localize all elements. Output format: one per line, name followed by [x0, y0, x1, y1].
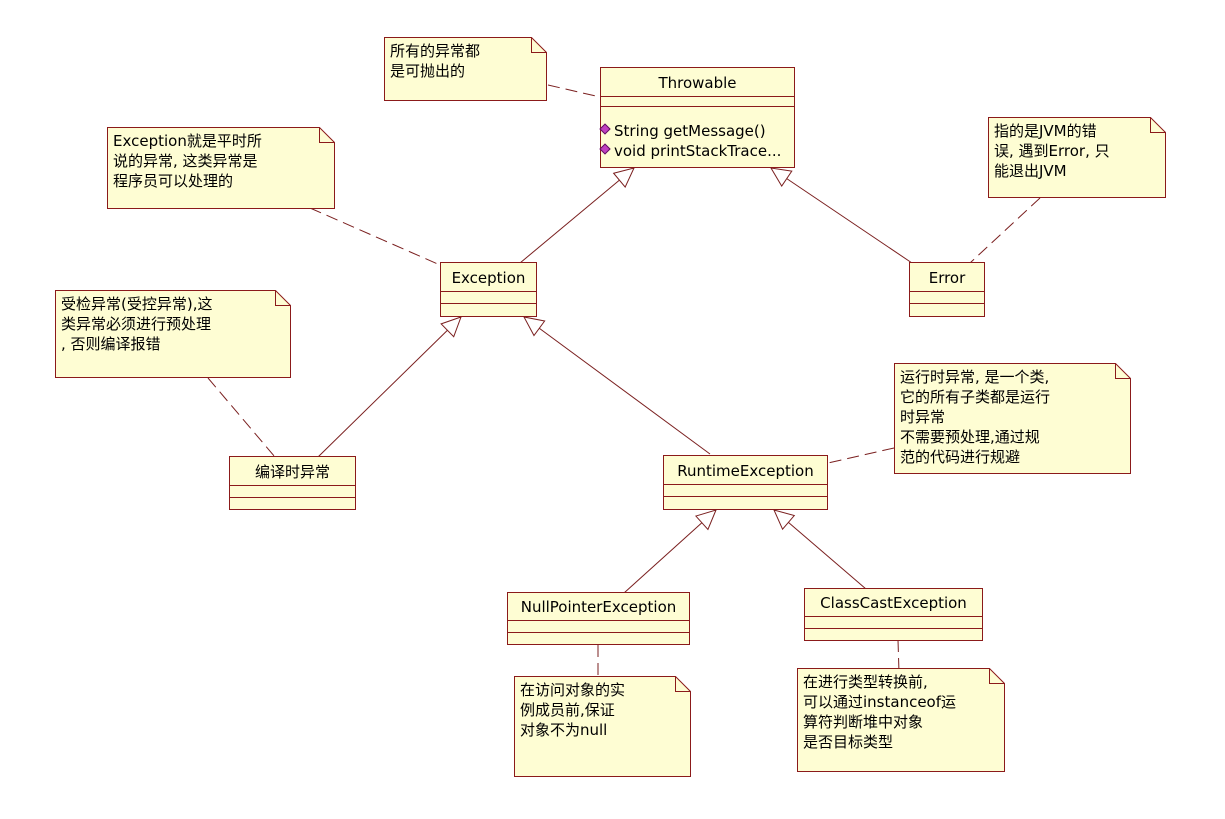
class-cce-sep-1 — [805, 616, 982, 617]
operation-get-message: String getMessage() — [599, 122, 766, 140]
note-error: 指的是JVM的错 误, 遇到Error, 只 能退出JVM — [988, 117, 1166, 198]
class-exception-name: Exception — [451, 269, 526, 287]
gen-error-throwable — [770, 167, 913, 264]
anchor-checked-note — [207, 377, 276, 458]
operation-icon — [599, 123, 611, 135]
class-error-name: Error — [928, 269, 966, 287]
class-runtime-exception-sep-2 — [664, 496, 827, 497]
class-compile-exception-sep-2 — [230, 497, 355, 498]
class-error-sep-2 — [910, 303, 984, 304]
class-throwable-sep-2 — [601, 106, 794, 107]
class-class-cast-exception-name: ClassCastException — [820, 594, 967, 612]
class-compile-exception-sep-1 — [230, 485, 355, 486]
class-cce-sep-2 — [805, 628, 982, 629]
note-error-text: 指的是JVM的错 误, 遇到Error, 只 能退出JVM — [994, 122, 1110, 180]
anchor-throwable-note — [547, 84, 601, 98]
gen-npe-runtime — [623, 509, 717, 594]
note-checked: 受检异常(受控异常),这 类异常必须进行预处理 , 否则编译报错 — [55, 290, 291, 378]
operation-get-message-label: String getMessage() — [614, 122, 766, 140]
note-runtime-text: 运行时异常, 是一个类, 它的所有子类都是运行 时异常 不需要预处理,通过规 范… — [900, 368, 1051, 466]
note-npe-text: 在访问对象的实 例成员前,保证 对象不为null — [520, 681, 626, 739]
class-throwable-sep-1 — [601, 96, 794, 97]
note-throwable: 所有的异常都 是可抛出的 — [384, 37, 547, 101]
class-runtime-exception-name: RuntimeException — [677, 462, 814, 480]
note-exception: Exception就是平时所 说的异常, 这类异常是 程序员可以处理的 — [107, 127, 335, 209]
operation-icon — [599, 143, 611, 155]
note-exception-text: Exception就是平时所 说的异常, 这类异常是 程序员可以处理的 — [113, 132, 262, 190]
gen-compile-exception — [317, 316, 462, 458]
class-npe-sep-2 — [508, 632, 689, 633]
anchor-error-note — [969, 197, 1041, 264]
class-exception[interactable]: Exception — [440, 262, 537, 317]
class-error[interactable]: Error — [909, 262, 985, 317]
class-compile-exception[interactable]: 编译时异常 — [229, 456, 356, 510]
note-cce: 在进行类型转换前, 可以通过instanceof运 算符判断堆中对象 是否目标类… — [797, 668, 1005, 772]
class-exception-sep-2 — [441, 303, 536, 304]
class-throwable[interactable]: Throwable String getMessage() void print… — [599, 67, 795, 168]
class-runtime-exception-sep-1 — [664, 484, 827, 485]
gen-runtime-exception — [523, 316, 711, 455]
note-runtime: 运行时异常, 是一个类, 它的所有子类都是运行 时异常 不需要预处理,通过规 范… — [894, 363, 1131, 474]
note-npe: 在访问对象的实 例成员前,保证 对象不为null — [514, 676, 691, 777]
class-class-cast-exception[interactable]: ClassCastException — [804, 588, 983, 641]
note-cce-text: 在进行类型转换前, 可以通过instanceof运 算符判断堆中对象 是否目标类… — [803, 673, 957, 751]
class-null-pointer-exception[interactable]: NullPointerException — [507, 592, 690, 645]
class-throwable-name: Throwable — [658, 74, 737, 92]
anchor-exception-note — [309, 207, 441, 266]
class-compile-exception-name: 编译时异常 — [254, 463, 330, 481]
gen-exception-throwable — [519, 167, 635, 264]
operation-print-stack-trace-label: void printStackTrace... — [614, 142, 782, 160]
class-null-pointer-exception-name: NullPointerException — [520, 598, 677, 616]
operation-print-stack-trace: void printStackTrace... — [599, 142, 782, 160]
class-runtime-exception[interactable]: RuntimeException — [663, 455, 828, 510]
note-throwable-text: 所有的异常都 是可抛出的 — [390, 42, 481, 80]
class-error-sep-1 — [910, 291, 984, 292]
class-npe-sep-1 — [508, 620, 689, 621]
anchor-runtime-note — [827, 447, 895, 464]
note-checked-text: 受检异常(受控异常),这 类异常必须进行预处理 , 否则编译报错 — [61, 295, 213, 353]
class-exception-sep-1 — [441, 291, 536, 292]
gen-cce-runtime — [773, 509, 867, 590]
